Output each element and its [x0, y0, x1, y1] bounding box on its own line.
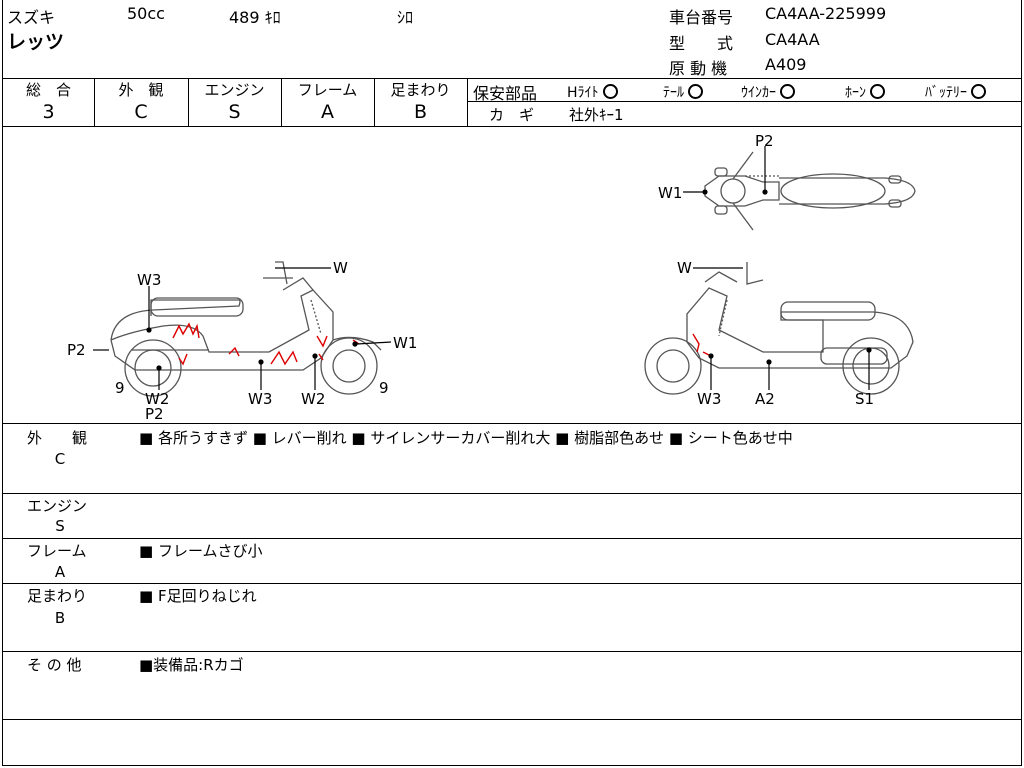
key-value: 社外ｷｰ1 — [569, 106, 624, 124]
damage-diagram: P2 W1 W3 W P2 W1 9 W2 P2 W3 W2 9 W W3 A2… — [67, 132, 916, 423]
grade-total: 総 合 3 — [3, 78, 94, 126]
label-right-w: W — [677, 259, 692, 277]
safety-headlight: Hﾗｲﾄ — [567, 82, 618, 102]
safety-label: 保安部品 — [473, 84, 538, 103]
frame-section-label: フレーム — [27, 542, 87, 560]
other-notes: ■装備品:Rカゴ — [139, 656, 244, 674]
label-right-w3: W3 — [697, 390, 721, 408]
safety-battery: ﾊﾞｯﾃﾘｰ — [925, 82, 986, 102]
horn-label: ﾎｰﾝ — [845, 85, 866, 101]
frame-notes: ■ フレームさび小 — [139, 542, 263, 560]
frame-no: CA4AA-225999 — [765, 4, 887, 23]
label-left-9a: 9 — [115, 379, 125, 397]
ok-circle-icon — [870, 84, 885, 99]
headlight-label: Hﾗｲﾄ — [567, 85, 599, 101]
type-label: 型 式 — [669, 34, 734, 53]
divider — [467, 78, 468, 126]
suspension-notes: ■ F足回りねじれ — [139, 587, 257, 605]
frame-section-grade: A — [54, 563, 66, 581]
label-right-s1: S1 — [855, 390, 874, 408]
mileage: 489 ｷﾛ — [229, 8, 281, 27]
grade-label: 外 観 — [118, 81, 164, 99]
grade-value: B — [413, 101, 428, 123]
label-left-w1: W1 — [393, 334, 417, 352]
grade-value: C — [134, 101, 148, 123]
other-section-label: そ の 他 — [27, 656, 82, 674]
divider — [3, 583, 1021, 584]
frame-no-label: 車台番号 — [669, 8, 734, 27]
safety-winker: ｳｲﾝｶｰ — [741, 82, 795, 102]
divider — [94, 78, 95, 126]
scooter-right-view — [644, 262, 914, 395]
label-right-a2: A2 — [755, 390, 775, 408]
grade-frame: フレーム A — [281, 78, 374, 126]
type-value: CA4AA — [765, 30, 820, 49]
safety-tail: ﾃｰﾙ — [663, 82, 703, 102]
ok-circle-icon — [971, 84, 986, 99]
grade-exterior: 外 観 C — [94, 78, 188, 126]
exterior-notes: ■ 各所うすきず ■ レバー削れ ■ サイレンサーカバー削れ大 ■ 樹脂部色あせ… — [139, 429, 793, 447]
divider — [188, 78, 189, 126]
ok-circle-icon — [780, 84, 795, 99]
scooter-left-view — [110, 261, 382, 397]
exterior-label: 外 観 — [27, 429, 88, 447]
grade-label: フレーム — [297, 81, 358, 99]
grade-suspension: 足まわり B — [374, 78, 467, 126]
grade-value: 3 — [42, 101, 55, 123]
label-left-p2: P2 — [67, 341, 86, 359]
grade-value: S — [228, 101, 241, 123]
engine-section-label: エンジン — [27, 497, 88, 515]
divider — [281, 78, 282, 126]
ok-circle-icon — [688, 84, 703, 99]
divider — [3, 423, 1021, 424]
divider — [3, 78, 1021, 79]
winker-label: ｳｲﾝｶｰ — [741, 85, 776, 101]
divider — [3, 538, 1021, 539]
divider — [374, 78, 375, 126]
damage-marks — [172, 322, 712, 366]
divider — [3, 651, 1021, 652]
body-color: ｼﾛ — [397, 8, 414, 27]
label-left-w2a: W2 — [145, 390, 169, 408]
label-left-9b: 9 — [379, 379, 389, 397]
divider — [467, 101, 1021, 102]
divider — [3, 493, 1021, 494]
suspension-section-grade: B — [54, 609, 66, 627]
label-left-w3b: W3 — [248, 390, 272, 408]
engine-value: A409 — [765, 55, 807, 74]
engine-section-grade: S — [55, 517, 65, 535]
battery-label: ﾊﾞｯﾃﾘｰ — [925, 85, 967, 101]
exterior-grade: C — [54, 450, 66, 468]
tail-label: ﾃｰﾙ — [663, 85, 684, 101]
divider — [3, 126, 1021, 127]
safety-horn: ﾎｰﾝ — [845, 82, 885, 102]
key-label: カ ギ — [489, 106, 535, 124]
maker: スズキ — [7, 8, 56, 27]
model-name: レッツ — [7, 31, 65, 53]
label-top-p2: P2 — [755, 132, 774, 150]
suspension-section-label: 足まわり — [27, 587, 88, 605]
divider — [3, 719, 1021, 720]
label-left-w3: W3 — [137, 271, 161, 289]
grade-label: 足まわり — [390, 81, 451, 99]
label-left-w2b: W2 — [301, 390, 325, 408]
grade-engine: エンジン S — [188, 78, 281, 126]
grade-value: A — [321, 101, 334, 123]
label-left-w: W — [333, 259, 348, 277]
ok-circle-icon — [602, 84, 618, 99]
displacement: 50cc — [127, 4, 165, 23]
scooter-top-view — [704, 151, 916, 231]
label-left-p2b: P2 — [145, 405, 164, 423]
grade-label: 総 合 — [25, 81, 71, 99]
grade-label: エンジン — [204, 81, 265, 99]
label-top-w1: W1 — [658, 184, 682, 202]
engine-label: 原 動 機 — [669, 59, 728, 78]
